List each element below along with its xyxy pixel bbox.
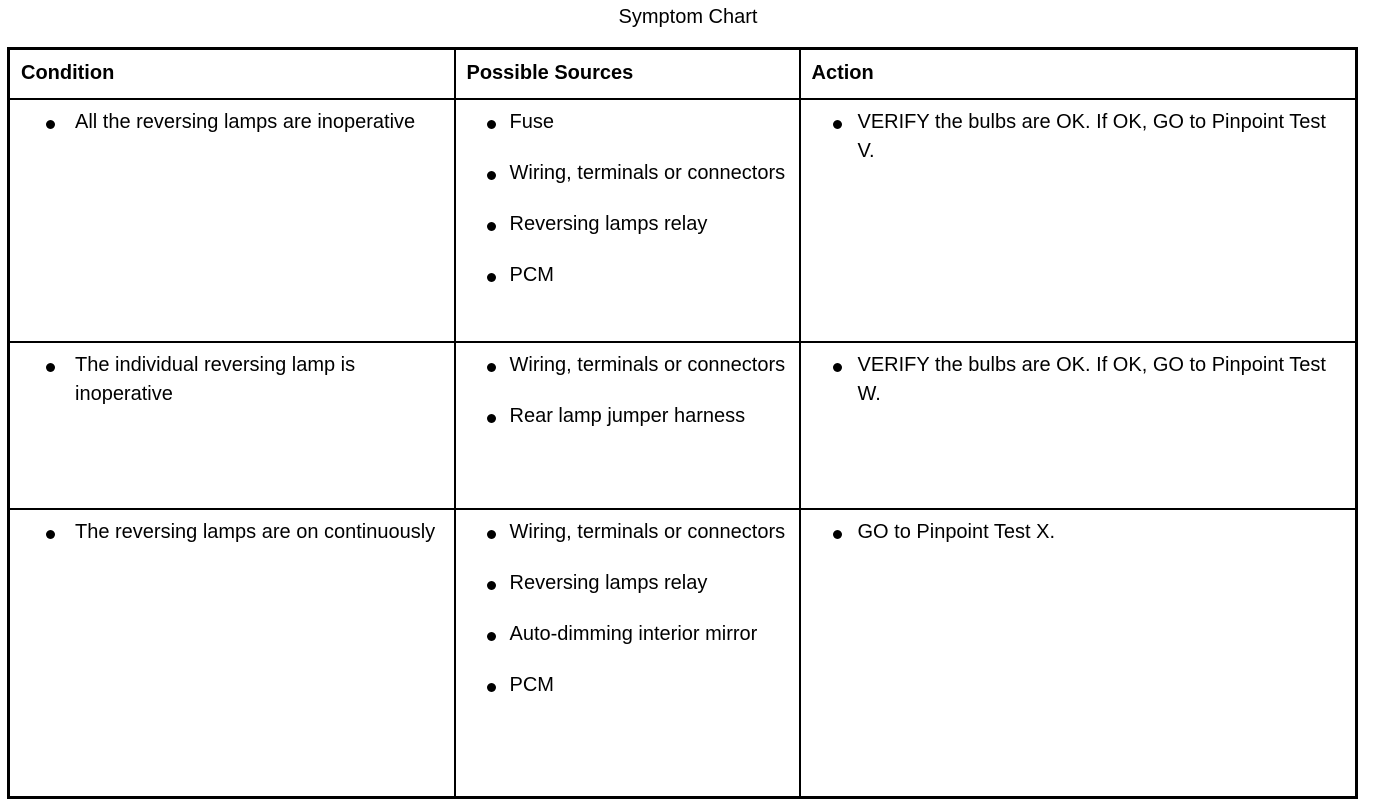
bullet-icon — [832, 120, 842, 129]
bullet-icon — [46, 363, 55, 372]
sources-list: Wiring, terminals or connectors Reversin… — [466, 518, 789, 700]
list-item: The reversing lamps are on continuously — [20, 518, 444, 547]
table-header-row: Condition Possible Sources Action — [7, 47, 1358, 100]
action-list: GO to Pinpoint Test X. — [811, 518, 1346, 547]
bullet-icon — [832, 363, 842, 372]
table-header: Condition Possible Sources Action — [7, 47, 1358, 100]
cell-possible-sources: Wiring, terminals or connectors Reversin… — [453, 508, 801, 799]
list-item: VERIFY the bulbs are OK. If OK, GO to Pi… — [811, 351, 1346, 409]
cell-possible-sources: Fuse Wiring, terminals or connectors Rev… — [453, 98, 801, 343]
symptom-chart-page: Symptom Chart Condition Possible Sources… — [7, 6, 1358, 799]
list-item: All the reversing lamps are inoperative — [20, 108, 444, 137]
condition-list: The individual reversing lamp is inopera… — [20, 351, 444, 409]
list-item: Rear lamp jumper harness — [466, 402, 789, 431]
bullet-icon — [486, 632, 496, 641]
page-title: Symptom Chart — [618, 6, 758, 28]
list-item: Wiring, terminals or connectors — [466, 518, 789, 547]
bullet-icon — [46, 530, 55, 539]
bullet-icon — [486, 363, 496, 372]
column-header-possible-sources: Possible Sources — [453, 47, 801, 100]
bullet-icon — [486, 581, 496, 590]
column-header-condition: Condition — [7, 47, 456, 100]
condition-list: All the reversing lamps are inoperative — [20, 108, 444, 137]
symptom-chart-table: Condition Possible Sources Action All th… — [7, 47, 1358, 799]
sources-list: Fuse Wiring, terminals or connectors Rev… — [466, 108, 789, 290]
cell-possible-sources: Wiring, terminals or connectors Rear lam… — [453, 341, 801, 510]
list-item: Wiring, terminals or connectors — [466, 159, 789, 188]
action-list: VERIFY the bulbs are OK. If OK, GO to Pi… — [811, 351, 1346, 409]
bullet-icon — [486, 222, 496, 231]
sources-list: Wiring, terminals or connectors Rear lam… — [466, 351, 789, 431]
list-item: The individual reversing lamp is inopera… — [20, 351, 444, 409]
table-row: The individual reversing lamp is inopera… — [7, 341, 1358, 510]
list-item: Auto-dimming interior mirror — [466, 620, 789, 649]
list-item: PCM — [466, 671, 789, 700]
cell-condition: All the reversing lamps are inoperative — [7, 98, 456, 343]
cell-action: VERIFY the bulbs are OK. If OK, GO to Pi… — [798, 341, 1358, 510]
cell-condition: The individual reversing lamp is inopera… — [7, 341, 456, 510]
table-row: The reversing lamps are on continuously … — [7, 508, 1358, 799]
bullet-icon — [832, 530, 842, 539]
bullet-icon — [486, 120, 496, 129]
table-body: All the reversing lamps are inoperative … — [7, 98, 1358, 799]
list-item: PCM — [466, 261, 789, 290]
bullet-icon — [486, 414, 496, 423]
column-header-action: Action — [798, 47, 1358, 100]
list-item: Reversing lamps relay — [466, 210, 789, 239]
bullet-icon — [486, 683, 496, 692]
list-item: GO to Pinpoint Test X. — [811, 518, 1346, 547]
list-item: Fuse — [466, 108, 789, 137]
cell-action: GO to Pinpoint Test X. — [798, 508, 1358, 799]
bullet-icon — [486, 530, 496, 539]
table-row: All the reversing lamps are inoperative … — [7, 98, 1358, 343]
action-list: VERIFY the bulbs are OK. If OK, GO to Pi… — [811, 108, 1346, 166]
bullet-icon — [486, 171, 496, 180]
cell-action: VERIFY the bulbs are OK. If OK, GO to Pi… — [798, 98, 1358, 343]
list-item: VERIFY the bulbs are OK. If OK, GO to Pi… — [811, 108, 1346, 166]
bullet-icon — [486, 273, 496, 282]
list-item: Reversing lamps relay — [466, 569, 789, 598]
list-item: Wiring, terminals or connectors — [466, 351, 789, 380]
bullet-icon — [46, 120, 55, 129]
cell-condition: The reversing lamps are on continuously — [7, 508, 456, 799]
condition-list: The reversing lamps are on continuously — [20, 518, 444, 547]
